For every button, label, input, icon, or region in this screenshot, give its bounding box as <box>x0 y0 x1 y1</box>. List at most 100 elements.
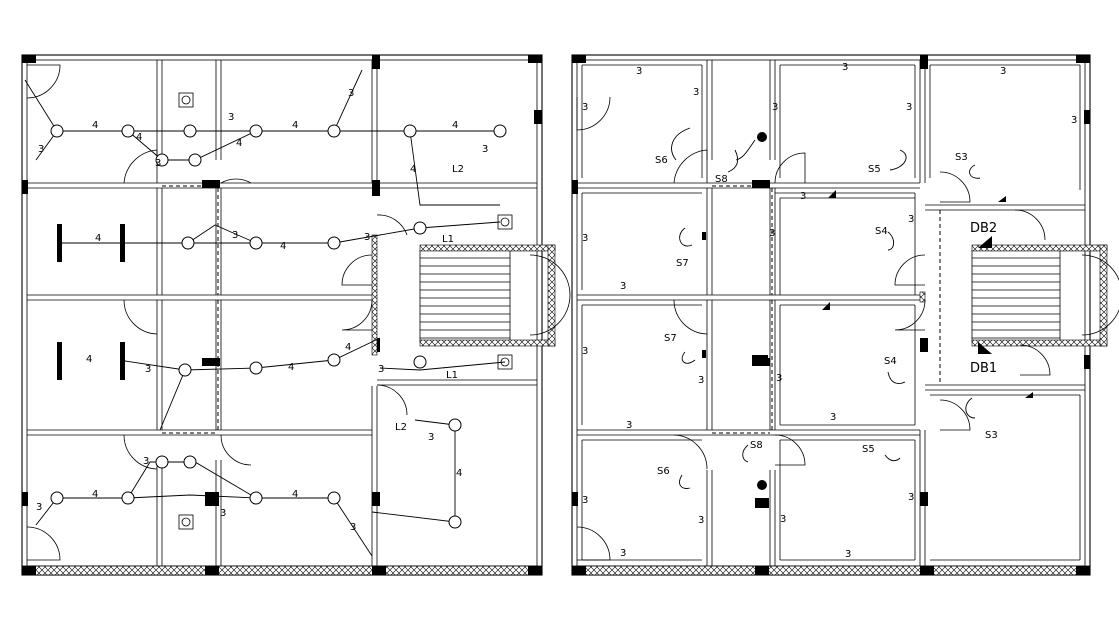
wire-count-label: 3 <box>1000 66 1006 77</box>
ceiling-light <box>249 361 263 375</box>
outer-wall <box>571 54 1091 576</box>
ceiling-light <box>327 353 341 367</box>
wire-count-label: 3 <box>772 102 778 113</box>
wire-count-label: 4 <box>345 342 351 353</box>
wire-count-label: 3 <box>620 548 626 559</box>
circuit-tag: L1 <box>446 370 458 381</box>
column <box>205 566 219 575</box>
ceiling-light <box>178 363 192 377</box>
ceiling-light <box>181 236 195 250</box>
ceiling-light <box>448 418 462 432</box>
outer-wall-inner <box>26 59 538 567</box>
column <box>22 180 28 194</box>
bottom-beam <box>21 565 543 576</box>
switch-tag: S3 <box>985 430 998 441</box>
tube-light <box>57 224 62 262</box>
wire-count-label: 3 <box>582 495 588 506</box>
wire-count-label: 3 <box>776 373 782 384</box>
wire-count-label: 4 <box>292 489 298 500</box>
wire-count-label: 3 <box>582 233 588 244</box>
wire-count-label: 3 <box>842 62 848 73</box>
column <box>752 180 770 188</box>
wire-count-label: 4 <box>456 468 462 479</box>
lighting-wiring <box>24 69 506 557</box>
ceiling-light <box>50 491 64 505</box>
exhaust-fan <box>497 214 513 230</box>
circuit-tags: L2 L1 L1 L2 <box>395 164 464 433</box>
wire-count-label: 3 <box>845 549 851 560</box>
column <box>920 492 928 506</box>
ceiling-lights <box>50 124 507 529</box>
column <box>372 566 386 575</box>
column <box>1076 55 1090 63</box>
column <box>920 55 928 69</box>
wire-count-label: 3 <box>693 87 699 98</box>
circuit-tag: L2 <box>452 164 464 175</box>
outer-wall-inner <box>576 59 1086 567</box>
ceiling-light <box>121 491 135 505</box>
column <box>22 492 28 506</box>
wire-count-label: 4 <box>136 132 142 143</box>
wire-count-label: 4 <box>288 362 294 373</box>
wire-count-label: 3 <box>482 144 488 155</box>
column <box>755 566 769 575</box>
wire-count-label: 3 <box>698 515 704 526</box>
switch-tag: S4 <box>884 356 897 367</box>
wire-count-label: 3 <box>800 191 806 202</box>
bottom-beam <box>571 565 1091 576</box>
ceiling-light <box>183 124 197 138</box>
ceiling-light <box>249 124 263 138</box>
wire-count-label: 3 <box>228 112 234 123</box>
ceiling-light <box>188 153 202 167</box>
wire-count-label: 3 <box>145 364 151 375</box>
staircase <box>971 249 1061 343</box>
column <box>202 180 220 188</box>
socket-point <box>757 132 767 142</box>
column <box>572 492 578 506</box>
switch-tag: S5 <box>862 444 875 455</box>
switch-board <box>755 498 769 508</box>
wire-count-label: 3 <box>769 228 775 239</box>
exhaust-fan <box>178 514 194 530</box>
circuit-tag: L1 <box>442 234 454 245</box>
ceiling-light <box>327 491 341 505</box>
switch-tags: S6 S8 S5 S3 S7 S4 S7 S4 S8 S6 S5 S3 <box>655 152 998 477</box>
tube-light <box>120 342 125 380</box>
ceiling-light <box>249 491 263 505</box>
column <box>920 566 934 575</box>
wire-count-label: 4 <box>95 233 101 244</box>
ceiling-light <box>413 221 427 235</box>
ceiling-light <box>155 455 169 469</box>
column <box>372 55 380 69</box>
wire-count-label: 3 <box>36 502 42 513</box>
wire-count-label: 3 <box>155 158 161 169</box>
switch-tag: S7 <box>664 333 677 344</box>
wire-count-label: 3 <box>220 508 226 519</box>
wire-count-label: 3 <box>780 514 786 525</box>
column <box>920 338 928 352</box>
column <box>22 55 36 63</box>
wire-count-label: 3 <box>908 492 914 503</box>
switch-tag: S4 <box>875 226 888 237</box>
socket-outlet <box>998 196 1006 202</box>
switch-tag: S7 <box>676 258 689 269</box>
ceiling-light <box>448 515 462 529</box>
ceiling-light <box>121 124 135 138</box>
switch-tag: S5 <box>868 164 881 175</box>
column <box>372 492 380 506</box>
ceiling-light <box>327 236 341 250</box>
wire-count-label: 3 <box>38 144 44 155</box>
ceiling-light <box>403 124 417 138</box>
switch-board <box>702 350 706 358</box>
switch-tag: S3 <box>955 152 968 163</box>
wire-count-label: 3 <box>350 522 356 533</box>
ceiling-light <box>249 236 263 250</box>
wire-count-label: 3 <box>364 232 370 243</box>
wire-count-label: 4 <box>86 354 92 365</box>
wire-count-label: 3 <box>620 281 626 292</box>
column <box>572 180 578 194</box>
switch-board <box>752 355 768 363</box>
staircase <box>419 249 511 343</box>
wire-count-label: 3 <box>626 420 632 431</box>
